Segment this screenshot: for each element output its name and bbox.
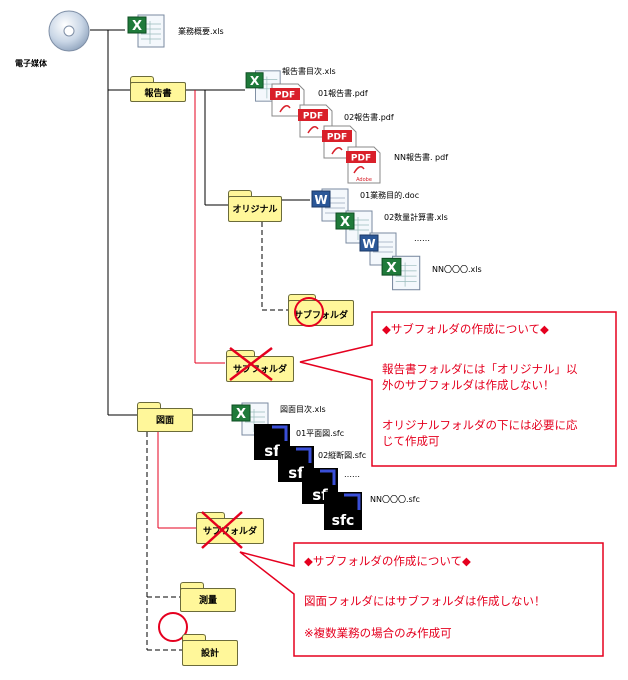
file-label-doc01: 01業務目的.doc [360, 191, 420, 200]
svg-text:W: W [362, 237, 375, 251]
ellipsis-text: …… [414, 234, 430, 243]
file-label-gyomu-gaiyo: 業務概要.xls [178, 27, 224, 36]
file-label-zumen-mokuji: 図面目次.xls [280, 405, 326, 414]
svg-text:X: X [132, 19, 142, 34]
sfc-file-icon[interactable]: sf [278, 446, 314, 482]
file-label-xls02: 02数量計算書.xls [384, 213, 448, 222]
file-label-sfc02: 02縦断図.sfc [318, 451, 367, 460]
svg-text:X: X [386, 260, 397, 276]
word-file-icon[interactable]: W [358, 230, 402, 268]
svg-text:X: X [250, 74, 260, 88]
pdf-badge-text: PDF [351, 154, 371, 164]
folder-label: サブフォルダ [293, 311, 348, 321]
sfc-badge-text: sf [288, 464, 304, 482]
svg-text:W: W [314, 193, 327, 207]
sfc-badge-text: sf [264, 442, 280, 460]
folder-label: オリジナル [232, 205, 278, 215]
callout1-line2: 外のサブフォルダは作成しない！ [382, 378, 555, 392]
folder-label: 報告書 [144, 89, 172, 99]
callout2-line1: 図面フォルダにはサブフォルダは作成しない！ [304, 594, 546, 608]
svg-text:X: X [236, 407, 246, 422]
file-label-pdf01: 01報告書.pdf [318, 89, 368, 98]
file-label-pdf02: 02報告書.pdf [344, 113, 394, 122]
folder-original[interactable]: オリジナル [228, 190, 282, 222]
cd-disc-icon [48, 10, 90, 52]
pdf-badge-text: PDF [275, 91, 295, 101]
file-label-houkoku-mokuji: 報告書目次.xls [282, 67, 336, 76]
sfc-file-icon[interactable]: sfc [324, 492, 362, 530]
svg-text:X: X [340, 215, 350, 230]
allowed-circle-mark [158, 612, 188, 642]
callout1-line3: オリジナルフォルダの下には必要に応 [382, 418, 578, 432]
sfc-badge-text: sfc [332, 513, 355, 529]
callout2-line2: ※複数業務の場合のみ作成可 [304, 626, 452, 640]
prohibited-cross-mark [201, 511, 243, 549]
folder-sokuryo[interactable]: 測量 [180, 582, 236, 612]
ellipsis-text: …… [344, 470, 360, 479]
prohibited-cross-mark [229, 347, 273, 381]
folder-zumen[interactable]: 図面 [137, 402, 193, 432]
excel-file-icon[interactable]: X [126, 12, 170, 50]
callout2-title: ◆サブフォルダの作成について◆ [304, 554, 471, 568]
allowed-circle-mark [294, 297, 324, 327]
callout1-line4: じて作成可 [382, 434, 440, 448]
file-label-sfcNN: NN〇〇〇.sfc [370, 495, 420, 504]
pdf-badge-text: PDF [327, 133, 347, 143]
callout1-line1: 報告書フォルダには「オリジナル」以 [382, 362, 578, 376]
file-label-sfc01: 01平面図.sfc [296, 429, 345, 438]
word-file-icon[interactable]: W [310, 186, 354, 224]
folder-label: サブフォルダ [202, 527, 257, 537]
file-label-xlsNN: NN〇〇〇.xls [432, 265, 482, 274]
excel-file-icon[interactable]: X [380, 252, 426, 294]
callout1-title: ◆サブフォルダの作成について◆ [382, 322, 549, 336]
pdf-file-icon[interactable]: PDF Adobe [344, 145, 386, 185]
file-label-pdfNN: NN報告書. pdf [394, 153, 449, 162]
folder-houkokusho[interactable]: 報告書 [130, 76, 186, 102]
folder-sekkei[interactable]: 設計 [182, 634, 238, 666]
folder-label: 測量 [198, 596, 217, 606]
folder-label: 設計 [200, 649, 219, 659]
root-label: 電子媒体 [15, 59, 47, 68]
pdf-badge-text: PDF [303, 112, 323, 122]
adobe-brand-text: Adobe [356, 177, 372, 183]
folder-label: 図面 [155, 416, 174, 426]
pdf-file-icon[interactable]: PDF [268, 82, 308, 118]
